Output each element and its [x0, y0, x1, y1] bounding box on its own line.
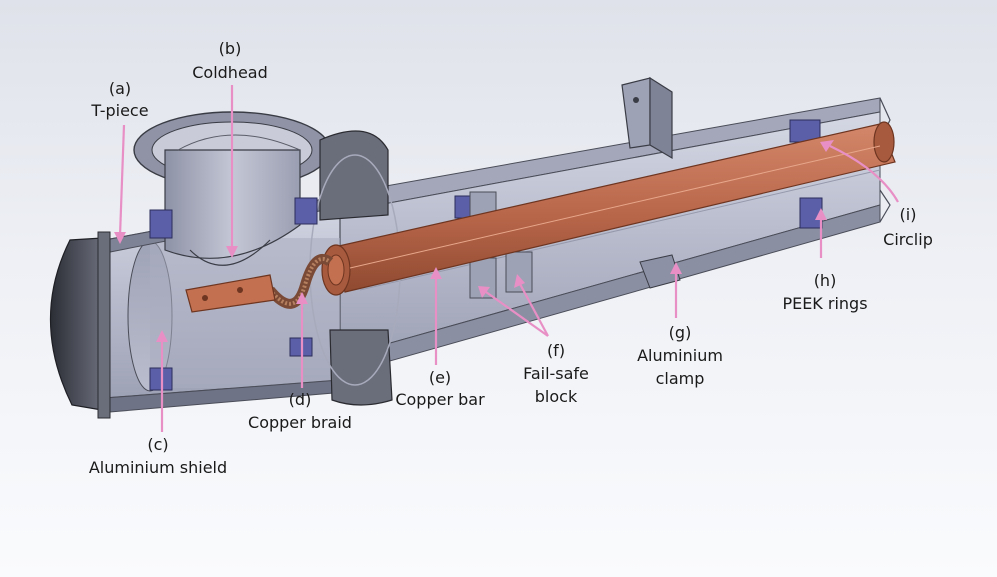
label-d-letter: (d) — [289, 390, 312, 409]
label-f: (f) Fail-safe block — [523, 341, 589, 406]
label-i: (i) Circlip — [883, 205, 933, 249]
label-b: (b) Coldhead — [192, 39, 268, 82]
label-d: (d) Copper braid — [248, 390, 352, 432]
label-h: (h) PEEK rings — [782, 271, 867, 313]
label-g-name1: Aluminium — [637, 346, 723, 365]
label-c: (c) Aluminium shield — [89, 435, 227, 477]
label-h-letter: (h) — [814, 271, 837, 290]
label-e: (e) Copper bar — [395, 368, 485, 409]
label-c-name: Aluminium shield — [89, 458, 227, 477]
copper-braid — [185, 254, 334, 313]
label-g: (g) Aluminium clamp — [637, 323, 723, 388]
label-h-name: PEEK rings — [782, 294, 867, 313]
label-i-name: Circlip — [883, 230, 933, 249]
label-a-name: T-piece — [90, 101, 148, 120]
label-a-letter: (a) — [109, 79, 131, 98]
label-a: (a) T-piece — [90, 79, 148, 120]
aluminium-clamp — [621, 76, 681, 289]
label-f-name2: block — [535, 387, 578, 406]
arrows — [114, 85, 899, 432]
label-b-name: Coldhead — [192, 63, 268, 82]
label-g-name2: clamp — [656, 369, 705, 388]
label-e-name: Copper bar — [395, 390, 485, 409]
label-d-name: Copper braid — [248, 413, 352, 432]
label-e-letter: (e) — [429, 368, 451, 387]
label-g-letter: (g) — [669, 323, 692, 342]
label-f-letter: (f) — [547, 341, 565, 360]
label-b-letter: (b) — [219, 39, 242, 58]
end-cap — [49, 231, 111, 419]
label-c-letter: (c) — [147, 435, 168, 454]
copper-bar — [321, 121, 896, 296]
label-f-name1: Fail-safe — [523, 364, 589, 383]
label-i-letter: (i) — [900, 205, 917, 224]
